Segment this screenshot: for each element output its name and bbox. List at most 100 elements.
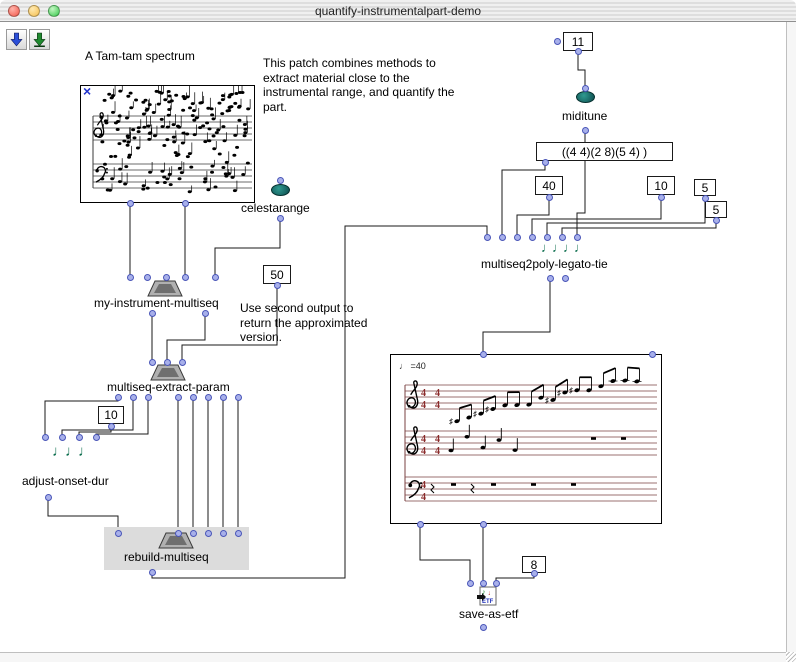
port-dot[interactable] (480, 351, 487, 358)
port-dot[interactable] (554, 38, 561, 45)
patch-cord[interactable] (483, 278, 550, 354)
port-dot[interactable] (182, 274, 189, 281)
port-dot[interactable] (417, 521, 424, 528)
port-dot[interactable] (144, 274, 151, 281)
port-dot[interactable] (145, 394, 152, 401)
lock-x-icon[interactable]: × (83, 83, 91, 99)
quantified-score-box[interactable]: ♩ =404444444444♯♯♯♯♯♯ (390, 354, 662, 524)
port-dot[interactable] (220, 530, 227, 537)
port-dot[interactable] (467, 580, 474, 587)
port-dot[interactable] (274, 282, 281, 289)
port-dot[interactable] (277, 215, 284, 222)
port-dot[interactable] (544, 234, 551, 241)
port-dot[interactable] (175, 394, 182, 401)
port-dot[interactable] (205, 394, 212, 401)
port-dot[interactable] (235, 394, 242, 401)
timesig-list-box[interactable]: ((4 4)(2 8)(5 4) ) (536, 142, 673, 161)
port-dot[interactable] (713, 217, 720, 224)
number-box-5-lower[interactable]: 5 (705, 201, 727, 218)
close-button[interactable] (8, 5, 20, 17)
celestarange-icon[interactable] (271, 184, 290, 196)
port-dot[interactable] (514, 234, 521, 241)
miditune-icon[interactable] (576, 91, 595, 103)
port-dot[interactable] (76, 434, 83, 441)
port-dot[interactable] (190, 394, 197, 401)
port-dot[interactable] (205, 530, 212, 537)
port-dot[interactable] (179, 359, 186, 366)
port-dot[interactable] (130, 394, 137, 401)
patch-cord[interactable] (496, 573, 534, 583)
number-box-10-left[interactable]: 10 (98, 406, 124, 424)
port-dot[interactable] (480, 580, 487, 587)
port-dot[interactable] (115, 394, 122, 401)
port-dot[interactable] (582, 127, 589, 134)
port-dot[interactable] (480, 624, 487, 631)
port-dot[interactable] (149, 310, 156, 317)
port-dot[interactable] (182, 200, 189, 207)
port-dot[interactable] (175, 530, 182, 537)
save-as-etf-label[interactable]: save-as-etf (459, 607, 518, 621)
port-dot[interactable] (582, 85, 589, 92)
multiseq2poly-label[interactable]: multiseq2poly-legato-tie (481, 257, 608, 271)
port-dot[interactable] (202, 310, 209, 317)
port-dot[interactable] (493, 580, 500, 587)
port-dot[interactable] (546, 194, 553, 201)
patch-cord[interactable] (547, 198, 705, 237)
save-as-etf-icon[interactable]: ♪ ♩ ETF (477, 586, 497, 606)
port-dot[interactable] (277, 177, 284, 184)
adjust-onset-dur-label[interactable]: adjust-onset-dur (22, 474, 109, 488)
patch-cord[interactable] (517, 197, 549, 237)
port-dot[interactable] (547, 275, 554, 282)
port-dot[interactable] (480, 521, 487, 528)
port-dot[interactable] (658, 194, 665, 201)
port-dot[interactable] (127, 274, 134, 281)
port-dot[interactable] (649, 351, 656, 358)
port-dot[interactable] (212, 274, 219, 281)
window-titlebar[interactable]: quantify-instrumentalpart-demo (0, 0, 796, 22)
patch-cord[interactable] (532, 197, 661, 237)
patch-cord[interactable] (578, 51, 585, 88)
celestarange-label[interactable]: celestarange (241, 201, 310, 215)
port-dot[interactable] (220, 394, 227, 401)
port-dot[interactable] (42, 434, 49, 441)
vertical-scrollbar[interactable] (786, 22, 796, 652)
port-dot[interactable] (559, 234, 566, 241)
minimize-button[interactable] (28, 5, 40, 17)
port-dot[interactable] (574, 234, 581, 241)
port-dot[interactable] (163, 274, 170, 281)
multiseq-extract-param-icon[interactable] (150, 364, 186, 381)
port-dot[interactable] (127, 200, 134, 207)
multiseq-extract-param-label[interactable]: multiseq-extract-param (107, 380, 230, 394)
port-dot[interactable] (164, 359, 171, 366)
adjust-onset-dur-notes-icon[interactable]: ♩♩♩ (52, 443, 91, 460)
rebuild-multiseq-label[interactable]: rebuild-multiseq (124, 550, 209, 564)
port-dot[interactable] (702, 195, 709, 202)
toolbar-button-green-arrow[interactable] (29, 29, 50, 50)
port-dot[interactable] (562, 275, 569, 282)
port-dot[interactable] (59, 434, 66, 441)
port-dot[interactable] (190, 530, 197, 537)
port-dot[interactable] (499, 234, 506, 241)
my-instrument-multiseq-label[interactable]: my-instrument-multiseq (94, 296, 219, 310)
number-box-10-right[interactable]: 10 (647, 176, 675, 195)
resize-grip[interactable] (786, 652, 796, 662)
port-dot[interactable] (529, 234, 536, 241)
my-instrument-multiseq-icon[interactable] (147, 280, 183, 297)
port-dot[interactable] (484, 234, 491, 241)
port-dot[interactable] (93, 434, 100, 441)
horizontal-scrollbar[interactable] (0, 652, 786, 662)
port-dot[interactable] (542, 159, 549, 166)
port-dot[interactable] (108, 423, 115, 430)
port-dot[interactable] (115, 530, 122, 537)
zoom-button[interactable] (48, 5, 60, 17)
port-dot[interactable] (531, 570, 538, 577)
tamtam-spectrum-score-box[interactable]: × (80, 85, 255, 203)
port-dot[interactable] (45, 494, 52, 501)
number-box-40[interactable]: 40 (535, 176, 563, 195)
patch-cord[interactable] (420, 524, 470, 583)
port-dot[interactable] (575, 48, 582, 55)
toolbar-button-blue-arrow[interactable] (6, 29, 27, 50)
patch-cord[interactable] (167, 313, 205, 362)
multiseq2poly-notes-icon[interactable]: ♩♩♩♩ (541, 240, 585, 255)
